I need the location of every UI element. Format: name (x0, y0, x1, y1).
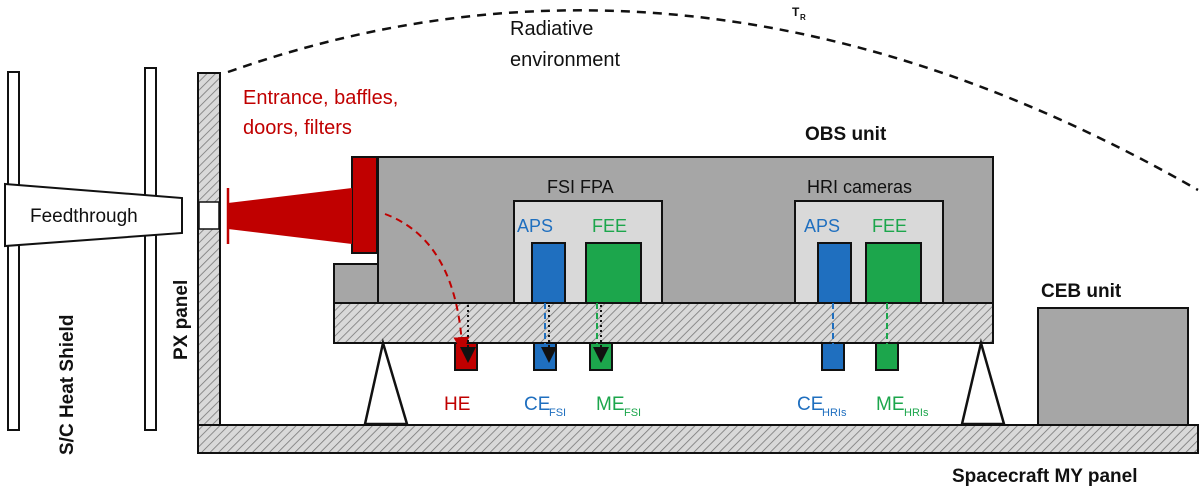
obs-unit-label: OBS unit (805, 124, 887, 145)
feedthrough-label: Feedthrough (30, 206, 138, 227)
hri-cameras-label: HRI cameras (807, 177, 912, 197)
radiative-label-2: environment (510, 49, 621, 71)
px-panel-label: PX panel (171, 280, 192, 360)
support-leg-left (363, 338, 409, 426)
he-node (454, 342, 478, 371)
feedthrough (4, 182, 183, 248)
heat-shield-bar-left (7, 71, 20, 431)
obs-unit-step (333, 263, 379, 304)
heat-shield-label: S/C Heat Shield (57, 315, 78, 455)
hri-fee (865, 242, 922, 304)
ce-hris-label: CE (797, 394, 823, 415)
entrance-door (351, 156, 378, 254)
fsi-fee-label: FEE (592, 216, 627, 236)
he-label: HE (444, 394, 470, 415)
radiative-label-1: Radiative (510, 18, 593, 40)
ceb-unit (1037, 307, 1189, 426)
fsi-aps-label: APS (517, 216, 553, 236)
fsi-fee (585, 242, 642, 304)
me-hris-subscript: HRIs (904, 407, 929, 419)
ce-fsi-label: CE (524, 394, 550, 415)
ceb-unit-label: CEB unit (1041, 281, 1122, 302)
me-fsi-subscript: FSI (624, 407, 641, 419)
entrance-heat-path (384, 213, 470, 353)
entrance-baffle (228, 188, 352, 244)
heat-shield-bar-right (144, 67, 157, 431)
me-hris-label: ME (876, 394, 905, 415)
me-fsi-label: ME (596, 394, 625, 415)
px-panel-opening (198, 201, 220, 230)
my-panel (197, 424, 1199, 454)
hri-aps-label: APS (804, 216, 840, 236)
hri-fee-label: FEE (872, 216, 907, 236)
my-panel-label: Spacecraft MY panel (952, 466, 1138, 487)
tr-subscript: R (800, 13, 806, 22)
ce-hris-subscript: HRIs (822, 407, 847, 419)
ce-fsi-subscript: FSI (549, 407, 566, 419)
hri-aps (817, 242, 852, 304)
entrance-label-2: doors, filters (243, 117, 352, 139)
fsi-aps (531, 242, 566, 304)
optical-bench (333, 302, 994, 344)
me-hris-node (875, 342, 899, 371)
entrance-label-1: Entrance, baffles, (243, 87, 398, 109)
ce-hris-node (821, 342, 845, 371)
me-fsi-node (589, 342, 613, 371)
support-leg-right (960, 338, 1006, 426)
fsi-fpa-label: FSI FPA (547, 177, 614, 197)
px-panel (197, 72, 221, 426)
tr-label: T (792, 5, 800, 19)
radiative-environment-arc (227, 9, 1199, 192)
